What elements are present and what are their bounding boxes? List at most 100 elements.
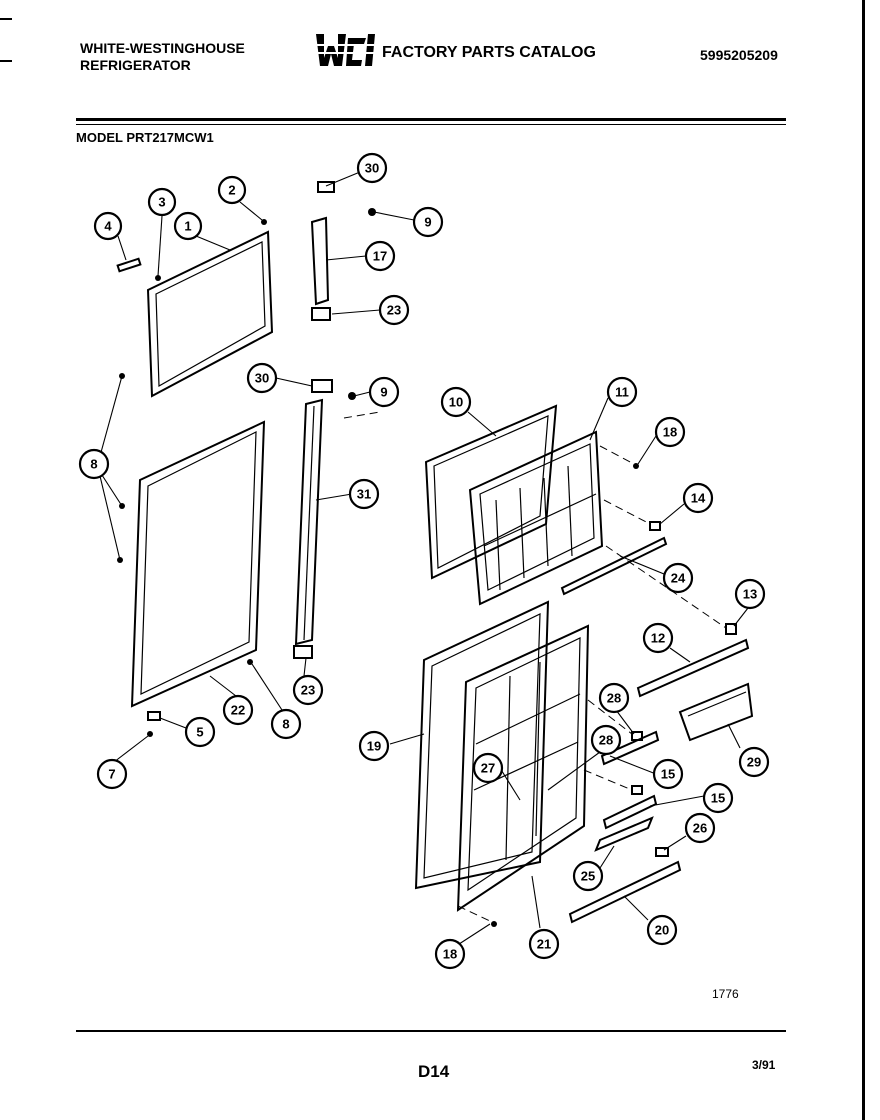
page-label: D14 bbox=[418, 1062, 450, 1081]
catalog-title: FACTORY PARTS CATALOG bbox=[382, 44, 596, 61]
svg-text:7: 7 bbox=[108, 767, 115, 782]
svg-text:30: 30 bbox=[365, 161, 379, 176]
svg-text:2: 2 bbox=[228, 183, 235, 198]
svg-text:18: 18 bbox=[663, 425, 677, 440]
screw-parts bbox=[117, 219, 267, 737]
svg-text:8: 8 bbox=[90, 457, 97, 472]
callout-23-bottom: 23 bbox=[292, 674, 324, 706]
page-border bbox=[862, 0, 865, 1120]
callout-18-bottom: 18 bbox=[434, 938, 466, 970]
hinge-part bbox=[147, 711, 161, 721]
callout-14: 14 bbox=[682, 482, 714, 514]
callout-13: 13 bbox=[734, 578, 766, 610]
svg-text:21: 21 bbox=[537, 937, 551, 952]
svg-text:28: 28 bbox=[607, 691, 621, 706]
callout-12: 12 bbox=[642, 622, 674, 654]
callout-24: 24 bbox=[662, 562, 694, 594]
svg-text:29: 29 bbox=[747, 755, 761, 770]
svg-text:25: 25 bbox=[581, 869, 595, 884]
revision-date: 3/91 bbox=[752, 1058, 776, 1072]
svg-text:11: 11 bbox=[615, 385, 629, 400]
catalog-number: 5995205209 bbox=[700, 47, 778, 63]
svg-text:8: 8 bbox=[282, 717, 289, 732]
svg-text:23: 23 bbox=[301, 683, 315, 698]
svg-text:15: 15 bbox=[661, 767, 675, 782]
callout-22: 22 bbox=[222, 694, 254, 726]
edge-mark bbox=[0, 60, 12, 62]
svg-text:4: 4 bbox=[104, 219, 112, 234]
svg-text:12: 12 bbox=[651, 631, 665, 646]
svg-text:26: 26 bbox=[693, 821, 707, 836]
callout-28-lower: 28 bbox=[590, 724, 622, 756]
svg-text:13: 13 bbox=[743, 587, 757, 602]
drawing-number: 1776 bbox=[712, 987, 739, 1001]
handle-parts bbox=[294, 216, 330, 646]
svg-text:9: 9 bbox=[424, 215, 431, 230]
callout-23-top: 23 bbox=[378, 294, 410, 326]
footer-rule bbox=[76, 1030, 786, 1032]
trim-piece-part bbox=[116, 257, 142, 273]
callout-7: 7 bbox=[96, 758, 128, 790]
svg-text:3: 3 bbox=[158, 195, 165, 210]
callout-2: 2 bbox=[217, 175, 247, 205]
svg-text:23: 23 bbox=[387, 303, 401, 318]
svg-text:18: 18 bbox=[443, 947, 457, 962]
freezer-gasket-part bbox=[146, 230, 274, 398]
svg-text:1: 1 bbox=[184, 219, 191, 234]
svg-text:28: 28 bbox=[599, 733, 613, 748]
leader-lines bbox=[99, 171, 749, 947]
header-rule-thin bbox=[76, 124, 786, 125]
svg-text:17: 17 bbox=[373, 249, 387, 264]
svg-text:9: 9 bbox=[380, 385, 387, 400]
clip-parts bbox=[491, 463, 737, 927]
callout-18-top: 18 bbox=[654, 416, 686, 448]
callout-15-lower: 15 bbox=[702, 782, 734, 814]
callout-25: 25 bbox=[572, 860, 604, 892]
callout-26: 26 bbox=[684, 812, 716, 844]
callout-9-top: 9 bbox=[412, 206, 444, 238]
freezer-door-liner-part bbox=[468, 430, 604, 606]
svg-text:10: 10 bbox=[449, 395, 463, 410]
fresh-food-gasket-part bbox=[130, 420, 266, 708]
callout-30-top: 30 bbox=[356, 152, 388, 184]
callout-11: 11 bbox=[606, 376, 638, 408]
svg-text:24: 24 bbox=[671, 571, 686, 586]
svg-text:15: 15 bbox=[711, 791, 725, 806]
callout-28-upper: 28 bbox=[598, 682, 630, 714]
callout-31: 31 bbox=[348, 478, 380, 510]
callout-9-mid: 9 bbox=[368, 376, 400, 408]
callout-8-bottom: 8 bbox=[270, 708, 302, 740]
brand-block: WHITE-WESTINGHOUSE REFRIGERATOR bbox=[80, 40, 245, 74]
fresh-food-door-gasket-part bbox=[414, 600, 550, 890]
callout-5: 5 bbox=[184, 716, 216, 748]
callout-20: 20 bbox=[646, 914, 678, 946]
svg-text:27: 27 bbox=[481, 761, 495, 776]
callout-1: 1 bbox=[173, 211, 203, 241]
callout-29: 29 bbox=[738, 746, 770, 778]
svg-text:31: 31 bbox=[357, 487, 371, 502]
edge-mark bbox=[0, 18, 12, 20]
brand-line-1: WHITE-WESTINGHOUSE bbox=[80, 40, 245, 56]
svg-text:14: 14 bbox=[691, 491, 706, 506]
callout-10: 10 bbox=[440, 386, 472, 418]
model-label: MODEL PRT217MCW1 bbox=[76, 130, 214, 145]
callout-17: 17 bbox=[364, 240, 396, 272]
callout-4: 4 bbox=[93, 211, 123, 241]
callout-8-left: 8 bbox=[78, 448, 110, 480]
callout-19: 19 bbox=[358, 730, 390, 762]
svg-text:22: 22 bbox=[231, 703, 245, 718]
header-rule bbox=[76, 118, 786, 121]
svg-text:20: 20 bbox=[655, 923, 669, 938]
callout-15-upper: 15 bbox=[652, 758, 684, 790]
handle-caps bbox=[293, 181, 376, 659]
svg-text:5: 5 bbox=[196, 725, 203, 740]
callout-27: 27 bbox=[472, 752, 504, 784]
svg-text:19: 19 bbox=[367, 739, 381, 754]
callout-3: 3 bbox=[147, 187, 177, 217]
brand-line-2: REFRIGERATOR bbox=[80, 57, 191, 73]
wci-logo bbox=[314, 34, 375, 66]
shelf-rail-parts bbox=[560, 536, 754, 924]
callout-21: 21 bbox=[528, 928, 560, 960]
svg-text:30: 30 bbox=[255, 371, 269, 386]
